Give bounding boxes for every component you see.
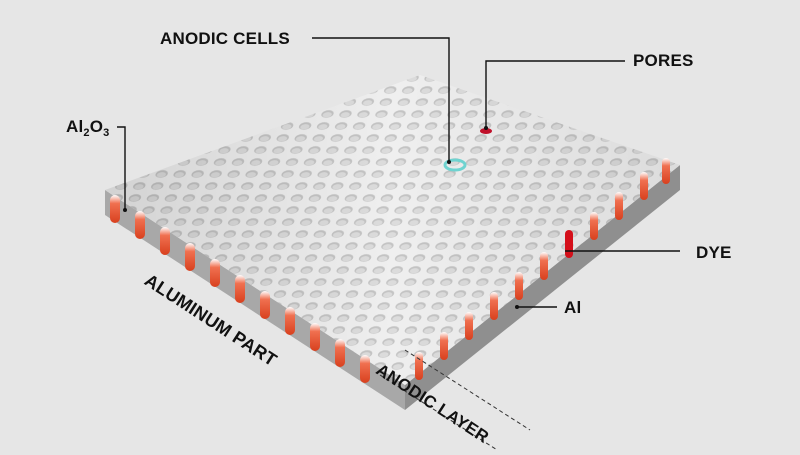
- label-dye: DYE: [696, 243, 732, 262]
- anodic-layer-guides: [379, 349, 531, 455]
- label-al: Al: [564, 298, 582, 317]
- leader-lines: [117, 37, 680, 308]
- pore-marker: [480, 128, 492, 134]
- front-face: [105, 190, 405, 410]
- label-pores: PORES: [633, 51, 694, 70]
- label-anodic-cells: ANODIC CELLS: [160, 29, 290, 48]
- anodic-cell-marker: [443, 158, 467, 172]
- dye-pores-left: [110, 195, 370, 383]
- right-face: [405, 165, 680, 410]
- label-al2o3: Al2O3: [66, 117, 110, 139]
